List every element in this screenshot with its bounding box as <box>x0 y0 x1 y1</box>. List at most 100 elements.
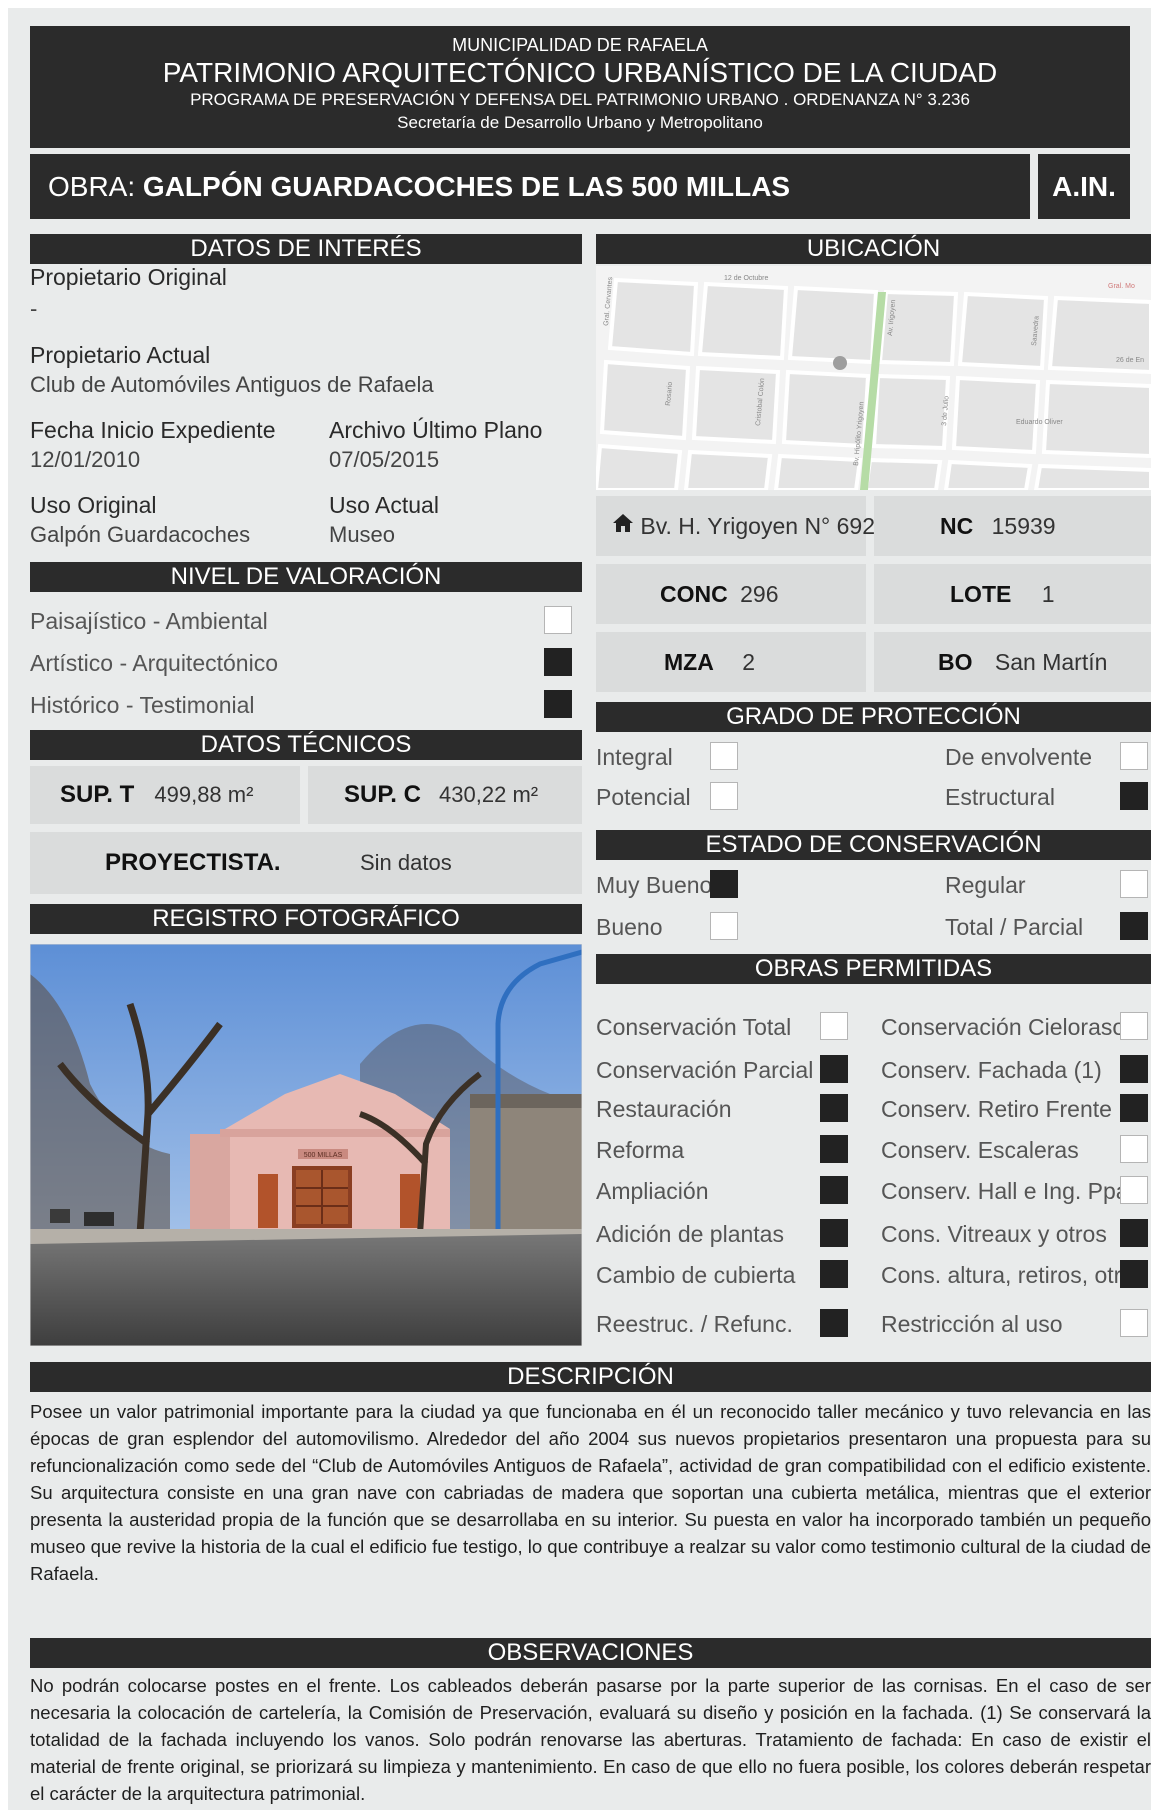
header-line-2: PATRIMONIO ARQUITECTÓNICO URBANÍSTICO DE… <box>162 57 998 88</box>
sup-t-cell: SUP. T 499,88 m² <box>30 766 300 824</box>
mza-cell: MZA 2 <box>596 632 866 692</box>
obras-checkbox-ampliacion[interactable] <box>820 1176 848 1204</box>
obras-right-label: Conservación Cielorasos <box>881 1014 1137 1040</box>
obras-left-label: Adición de plantas <box>596 1221 784 1247</box>
obras-checkbox-conservacion-parcial[interactable] <box>820 1055 848 1083</box>
nivel-checkbox-artistico[interactable] <box>544 648 572 676</box>
obras-checkbox-retiro-frente[interactable] <box>1120 1094 1148 1122</box>
nivel-checkbox-historico[interactable] <box>544 690 572 718</box>
conc-label: CONC <box>660 581 728 607</box>
obra-prefix: OBRA: <box>48 171 136 202</box>
obras-checkbox-vitreaux[interactable] <box>1120 1219 1148 1247</box>
conservacion-checkbox-total-parcial[interactable] <box>1120 912 1148 940</box>
proteccion-checkbox-estructural[interactable] <box>1120 782 1148 810</box>
obras-checkbox-cielorasos[interactable] <box>1120 1012 1148 1040</box>
page: MUNICIPALIDAD DE RAFAELA PATRIMONIO ARQU… <box>8 8 1151 1810</box>
datos-title: DATOS DE INTERÉS <box>30 234 582 264</box>
conservacion-item-label: Bueno <box>596 914 663 940</box>
map-street-label: Av. Irigoyen <box>887 299 897 336</box>
obras-checkbox-conservacion-total[interactable] <box>820 1012 848 1040</box>
map-street-label: Saavedra <box>1031 316 1041 347</box>
uso-actual-label: Uso Actual <box>329 492 439 518</box>
obras-checkbox-escaleras[interactable] <box>1120 1135 1148 1163</box>
proteccion-title: GRADO DE PROTECCIÓN <box>596 702 1151 732</box>
conservacion-checkbox-bueno[interactable] <box>710 912 738 940</box>
header-line-4: Secretaría de Desarrollo Urbano y Metrop… <box>397 113 763 132</box>
nivel-item-label: Paisajístico - Ambiental <box>30 608 268 634</box>
conservacion-checkbox-regular[interactable] <box>1120 870 1148 898</box>
map-street-label: 26 de En <box>1116 357 1144 364</box>
nivel-item-label: Histórico - Testimonial <box>30 692 255 718</box>
uso-original-label: Uso Original <box>30 492 157 518</box>
building-photo-illustration: 500 MILLAS <box>30 944 582 1346</box>
observaciones-text: No podrán colocarse postes en el frente.… <box>30 1675 1151 1804</box>
bo-label: BO <box>938 649 973 675</box>
obras-checkbox-restriccion-uso[interactable] <box>1120 1309 1148 1337</box>
prop-original-value: - <box>30 296 38 321</box>
nivel-item-label: Artístico - Arquitectónico <box>30 650 278 676</box>
ubicacion-title: UBICACIÓN <box>596 234 1151 264</box>
conservacion-checkbox-muy-bueno[interactable] <box>710 870 738 898</box>
proyectista-cell: PROYECTISTA. Sin datos <box>30 832 582 894</box>
map-street-label: 3 de Julio <box>941 396 951 427</box>
uso-actual-value: Museo <box>329 522 396 547</box>
mza-value: 2 <box>742 649 756 675</box>
proteccion-checkbox-integral[interactable] <box>710 742 738 770</box>
prop-actual-label: Propietario Actual <box>30 342 211 368</box>
registro-title: REGISTRO FOTOGRÁFICO <box>30 904 582 934</box>
proteccion-checkbox-potencial[interactable] <box>710 782 738 810</box>
conservacion-item-label: Regular <box>945 872 1026 898</box>
photo-sign-text: 500 MILLAS <box>304 1152 343 1159</box>
obras-checkbox-reestruc-refunc[interactable] <box>820 1309 848 1337</box>
header-line-3: PROGRAMA DE PRESERVACIÓN Y DEFENSA DEL P… <box>190 90 970 109</box>
header-line-1: MUNICIPALIDAD DE RAFAELA <box>452 35 708 55</box>
obras-right-label: Conserv. Hall e Ing. Ppal. <box>881 1178 1141 1204</box>
obras-checkbox-reforma[interactable] <box>820 1135 848 1163</box>
conc-value: 296 <box>740 581 779 607</box>
obra-bar: OBRA: GALPÓN GUARDACOCHES DE LAS 500 MIL… <box>30 154 1030 219</box>
obras-checkbox-restauracion[interactable] <box>820 1094 848 1122</box>
lote-label: LOTE <box>950 581 1012 607</box>
prop-actual-value: Club de Automóviles Antiguos de Rafaela <box>30 372 434 397</box>
obras-left-label: Reforma <box>596 1137 685 1163</box>
lote-value: 1 <box>1041 581 1055 607</box>
obras-checkbox-fachada[interactable] <box>1120 1055 1148 1083</box>
conservacion-title: ESTADO DE CONSERVACIÓN <box>596 830 1151 860</box>
proteccion-item-label: De envolvente <box>945 744 1093 770</box>
address-cell: Bv. H. Yrigoyen N° 692 <box>596 495 875 556</box>
proteccion-item-label: Potencial <box>596 784 691 810</box>
obras-left-label: Conservación Parcial <box>596 1057 814 1083</box>
obras-checkbox-hall-ingreso[interactable] <box>1120 1176 1148 1204</box>
proteccion-checkbox-envolvente[interactable] <box>1120 742 1148 770</box>
map-street-label: Eduardo Oliver <box>1016 419 1063 426</box>
conc-cell: CONC 296 <box>596 564 866 624</box>
obras-checkbox-adicion-plantas[interactable] <box>820 1219 848 1247</box>
bo-cell: BO San Martín <box>874 632 1151 692</box>
conservacion-item-label: Total / Parcial <box>945 914 1084 940</box>
observaciones-title: OBSERVACIONES <box>30 1638 1151 1668</box>
obras-left-label: Ampliación <box>596 1178 709 1204</box>
sup-c-value: 430,22 m² <box>439 782 539 807</box>
map-street-label: Rosario <box>665 381 674 406</box>
nivel-checkbox-paisajistico[interactable] <box>544 606 572 634</box>
obras-checkbox-altura-retiros[interactable] <box>1120 1260 1148 1288</box>
tecnicos-title: DATOS TÉCNICOS <box>30 730 582 760</box>
archivo-value: 07/05/2015 <box>329 447 440 472</box>
fecha-label: Fecha Inicio Expediente <box>30 417 276 443</box>
proteccion-item-label: Estructural <box>945 784 1055 810</box>
obra-name: GALPÓN GUARDACOCHES DE LAS 500 MILLAS <box>142 171 791 202</box>
nc-cell: NC 15939 <box>874 496 1151 556</box>
obras-right-label: Conserv. Retiro Frente <box>881 1096 1112 1122</box>
obra-code: A.IN. <box>1052 171 1116 202</box>
descripcion-title: DESCRIPCIÓN <box>30 1362 1151 1392</box>
building-photo: 500 MILLAS <box>30 944 582 1346</box>
obras-checkbox-cambio-cubierta[interactable] <box>820 1260 848 1288</box>
proyectista-label: PROYECTISTA. <box>105 849 281 876</box>
home-icon <box>612 495 634 555</box>
obras-left-label: Cambio de cubierta <box>596 1262 796 1288</box>
header-banner: MUNICIPALIDAD DE RAFAELA PATRIMONIO ARQU… <box>30 26 1130 148</box>
conservacion-item-label: Muy Bueno <box>596 872 713 898</box>
nc-label: NC <box>940 513 974 539</box>
obras-right-label: Cons. altura, retiros, otros <box>881 1262 1146 1288</box>
descripcion-text: Posee un valor patrimonial importante pa… <box>30 1401 1151 1584</box>
